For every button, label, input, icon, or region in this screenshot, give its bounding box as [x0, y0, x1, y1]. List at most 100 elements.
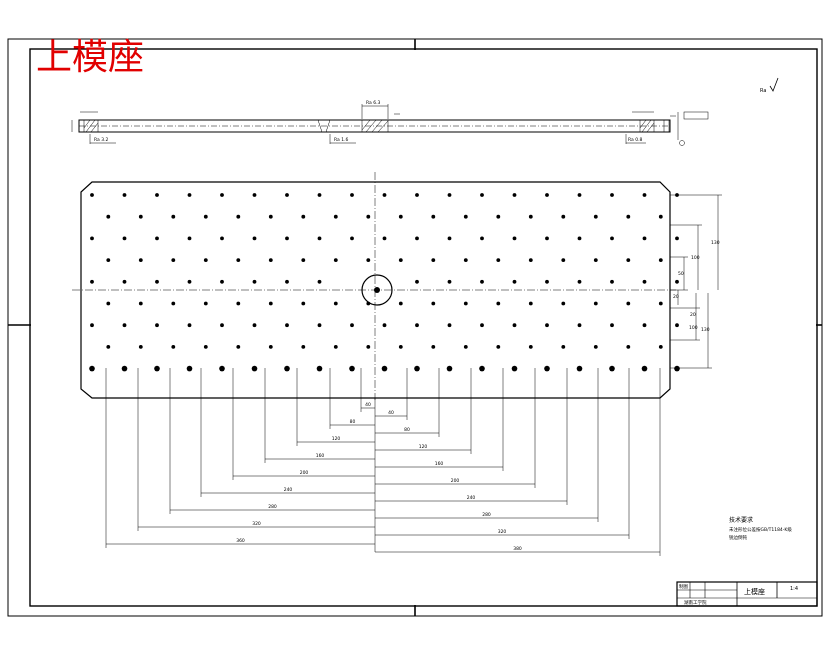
mounting-hole [641, 365, 648, 372]
mounting-hole [90, 323, 94, 328]
center-hole [374, 287, 380, 293]
mounting-hole [496, 301, 501, 306]
mounting-hole [561, 214, 566, 219]
outer-frame [7, 38, 823, 617]
mounting-hole [577, 236, 582, 241]
mounting-hole [431, 345, 436, 349]
mounting-hole [381, 365, 388, 372]
mounting-hole [447, 279, 452, 284]
section-label-left: Ra 3.2 [94, 137, 109, 143]
mounting-hole [626, 345, 631, 349]
mounting-hole [122, 236, 127, 241]
mounting-hole [90, 193, 94, 197]
mounting-hole [268, 345, 273, 349]
mounting-hole [415, 279, 419, 284]
mounting-hole [317, 323, 322, 328]
mounting-hole [512, 323, 517, 328]
mounting-hole [333, 345, 338, 349]
mounting-hole [317, 236, 322, 241]
mounting-hole [528, 258, 533, 262]
mounting-hole [414, 365, 420, 372]
mounting-hole [431, 301, 436, 306]
mounting-hole [121, 365, 128, 372]
mounting-hole [171, 214, 176, 219]
mounting-hole [285, 193, 289, 197]
mounting-hole [350, 193, 354, 197]
mounting-hole [317, 279, 322, 284]
mounting-hole [382, 323, 387, 328]
mounting-hole [610, 236, 614, 241]
mounting-hole [480, 236, 484, 241]
hole-grid [89, 193, 680, 372]
title-block [676, 581, 818, 607]
title-block-school: 湖南工学院 [684, 599, 707, 606]
mounting-hole [512, 279, 517, 284]
mounting-hole [252, 193, 257, 197]
mounting-hole [674, 365, 680, 372]
mounting-hole [398, 345, 403, 349]
tech-line-1: 未注形位公差按GB/T1184-K级 [729, 526, 792, 533]
mounting-hole [106, 258, 111, 262]
mounting-hole [642, 323, 647, 328]
mounting-hole [301, 258, 306, 262]
mounting-hole [366, 258, 371, 262]
roughness-symbol: Ra [760, 77, 779, 94]
mounting-hole [90, 236, 94, 241]
hdim-label-right: 120 [419, 444, 428, 450]
mounting-hole [561, 345, 566, 349]
mounting-hole [154, 365, 160, 372]
mounting-hole [577, 193, 582, 197]
mounting-hole [593, 214, 598, 219]
mounting-hole [398, 214, 403, 219]
mounting-hole [155, 236, 159, 241]
mounting-hole [187, 323, 192, 328]
mounting-hole [333, 258, 338, 262]
mounting-hole [106, 301, 111, 306]
mounting-hole [268, 301, 273, 306]
mounting-hole [415, 323, 419, 328]
hdim-label-left: 200 [300, 470, 309, 476]
mounting-hole [106, 345, 111, 349]
mounting-hole [251, 365, 258, 372]
mounting-hole [187, 279, 192, 284]
mounting-hole [675, 279, 679, 284]
mounting-hole [609, 365, 615, 372]
mounting-hole [350, 323, 354, 328]
mounting-hole [577, 323, 582, 328]
mounting-hole [236, 214, 241, 219]
hdim-label-left: 320 [252, 521, 261, 527]
mounting-hole [138, 258, 143, 262]
section-label-mid: Ra 1.6 [334, 137, 349, 143]
mounting-hole [382, 236, 387, 241]
mounting-hole [480, 323, 484, 328]
hdim-label-right: 160 [435, 461, 444, 467]
tech-requirements: 技术要求 未注形位公差按GB/T1184-K级 锐边倒钝 [729, 516, 792, 541]
tech-line-2: 锐边倒钝 [729, 534, 747, 541]
vdim-1: 130 [711, 240, 720, 246]
mounting-hole [349, 365, 355, 372]
title-block-role: 制图 [679, 583, 688, 590]
mounting-hole [626, 301, 631, 306]
mounting-hole [333, 301, 338, 306]
plan-view [72, 172, 680, 400]
mounting-hole [431, 258, 436, 262]
mounting-hole [463, 258, 468, 262]
mounting-hole [203, 258, 208, 262]
section-label-top: Ra 6.3 [366, 100, 381, 106]
mounting-hole [415, 236, 419, 241]
mounting-hole [463, 214, 468, 219]
hdim-label-right: 40 [388, 410, 394, 416]
mounting-hole [675, 323, 679, 328]
mounting-hole [398, 258, 403, 262]
mounting-hole [203, 214, 208, 219]
vdim-4: 20 [673, 294, 679, 300]
mounting-hole [220, 193, 224, 197]
mounting-hole [138, 345, 143, 349]
page-title: 上模座 [36, 37, 145, 78]
mounting-hole [138, 214, 143, 219]
mounting-hole [545, 236, 549, 241]
mounting-hole [90, 279, 94, 284]
vertical-dimension-labels: 130 100 50 20 20 100 130 [673, 240, 720, 333]
mounting-hole [316, 365, 323, 372]
